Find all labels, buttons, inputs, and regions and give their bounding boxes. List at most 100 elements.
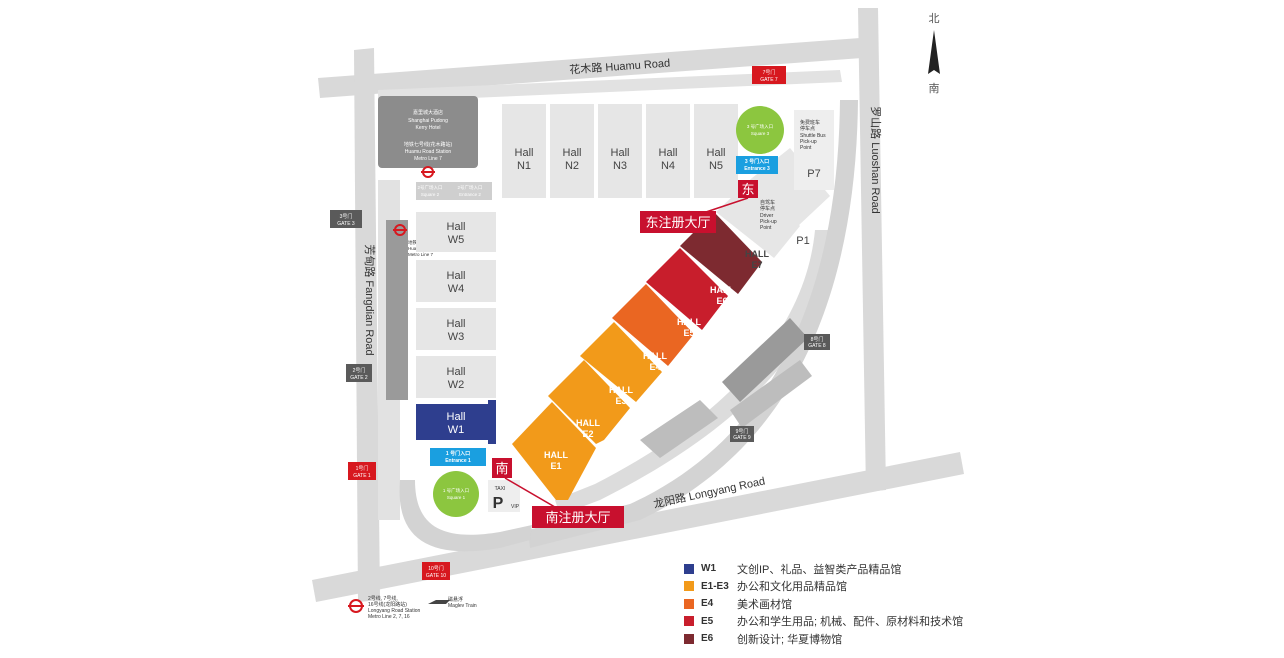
hotel-name-en-1: Shanghai Pudong [408, 118, 448, 124]
square3-en: Square 3 [751, 131, 770, 136]
parking-p1-label: P1 [796, 235, 809, 247]
hall-e7[interactable] [716, 178, 800, 258]
hall-e5-label: HALL [677, 317, 701, 327]
road-label-east: 罗山路 Luoshan Road [869, 106, 882, 214]
gate-1[interactable]: 1号门 GATE 1 [348, 462, 376, 480]
driver-cn-2: 停车点 [760, 205, 775, 212]
hall-e3-label: HALL [609, 385, 633, 395]
square1-plaza[interactable] [433, 471, 479, 517]
legend-swatch [684, 563, 694, 574]
roads [312, 8, 964, 602]
maglev-cn: 磁悬浮 [448, 596, 463, 603]
road-longyang [312, 452, 964, 602]
hall-e1[interactable] [512, 402, 596, 500]
south-loop-road [399, 480, 532, 552]
hall-n3[interactable] [598, 104, 642, 198]
hall-e2[interactable] [548, 360, 630, 444]
hall-w1-code: W1 [448, 424, 465, 436]
metro-south: 2号线, 7号线, 16号线(龙阳路站) Longyang Road Stati… [348, 595, 420, 620]
entrance1-cn: 1 号门入口 [446, 450, 470, 457]
parking-p7-area [794, 110, 834, 190]
square3-plaza[interactable] [736, 106, 784, 154]
legend-swatch [684, 581, 694, 592]
hall-n2[interactable] [550, 104, 594, 198]
gate-7-cn: 7号门 [763, 69, 776, 76]
legend-code: E1-E3 [701, 580, 729, 592]
road-label-west: 芳甸路 Fangdian Road [363, 244, 377, 355]
hall-n5[interactable] [694, 104, 738, 198]
entrance3-badge[interactable] [736, 156, 778, 174]
hall-w5-label: Hall [447, 221, 466, 233]
road-luoshan [858, 8, 886, 492]
hall-e7-label: HALL [745, 249, 769, 259]
hall-e1-code: E1 [550, 461, 561, 471]
gate-7[interactable]: 7号门 GATE 7 [752, 66, 786, 84]
gate-2-cn: 2号门 [353, 367, 366, 374]
hall-n3-code: N3 [613, 160, 627, 172]
hall-n5-label: Hall [707, 147, 726, 159]
hall-w4[interactable] [416, 260, 496, 302]
entrance2-west-cn: 2号广场入口 [417, 184, 442, 191]
driver-cn-1: 自驾车 [760, 199, 775, 206]
hall-e4[interactable] [612, 284, 694, 366]
south-registration-label-box [532, 506, 624, 528]
hall-n2-code: N2 [565, 160, 579, 172]
metro-icon [348, 599, 364, 613]
maglev: 磁悬浮 Maglev Train [428, 596, 477, 609]
gate-2[interactable]: 2号门 GATE 2 [346, 364, 372, 382]
gate-10-en: GATE 10 [426, 573, 446, 579]
hall-n1-label: Hall [515, 147, 534, 159]
hall-e3[interactable] [580, 322, 662, 402]
east-registration[interactable]: 东 东注册大厅 [640, 180, 758, 233]
entrance1-badge[interactable] [430, 448, 486, 466]
gate-8[interactable]: 8号门 GATE 8 [804, 334, 830, 350]
hall-e4-label: HALL [643, 351, 667, 361]
square3-cn: 3 号广场入口 [747, 123, 773, 130]
hall-w3-code: W3 [448, 331, 465, 343]
hall-e2-label: HALL [576, 418, 600, 428]
hall-w3[interactable] [416, 308, 496, 350]
hall-n1[interactable] [502, 104, 546, 198]
hall-n4[interactable] [646, 104, 690, 198]
legend-desc: 美术画材馆 [737, 598, 792, 611]
gate-9[interactable]: 9号门 GATE 9 [730, 426, 754, 442]
hall-e4-code: E4 [649, 362, 660, 372]
hall-n1-code: N1 [517, 160, 531, 172]
shuttle-en-1: Shuttle Bus [800, 133, 826, 139]
inner-road-north [378, 70, 842, 102]
gate-9-en: GATE 9 [733, 435, 751, 441]
metro-west-line: Metro Line 7 [408, 252, 434, 257]
gate-8-cn: 8号门 [811, 336, 824, 343]
entrance2-west-bg [416, 182, 492, 200]
hall-w5[interactable] [416, 212, 496, 252]
compass: 北 南 [928, 12, 940, 95]
east-registration-char-box [738, 180, 758, 198]
metro-icon [393, 224, 407, 236]
hall-w1[interactable] [416, 404, 496, 440]
legend-code: W1 [701, 563, 716, 575]
road-huamu [318, 38, 862, 98]
hall-e5[interactable] [646, 248, 728, 330]
entrance3-en: Entrance 3 [744, 166, 770, 172]
entrance2-en: Entrance 2 [459, 192, 481, 197]
parking-vip-label: VIP [511, 504, 520, 510]
gray-block-east-1 [722, 318, 808, 402]
hall-e5-code: E5 [683, 328, 694, 338]
hotel-building: 嘉里城大酒店 Shanghai Pudong Kerry Hotel 地铁七号线… [378, 96, 478, 168]
entrance2-west-en: Square 2 [421, 192, 440, 197]
gate-3[interactable]: 3号门 GATE 3 [330, 210, 362, 228]
east-registration-label: 东注册大厅 [645, 215, 710, 230]
hall-w4-code: W4 [448, 283, 465, 295]
south-registration[interactable]: 南 南注册大厅 [492, 458, 624, 528]
hall-w3-label: Hall [447, 318, 466, 330]
south-registration-char-box [492, 458, 512, 478]
gate-9-cn: 9号门 [736, 428, 749, 435]
gate-10[interactable]: 10号门 GATE 10 [422, 562, 450, 580]
gate-3-cn: 3号门 [340, 213, 353, 220]
maglev-train-icon [428, 600, 450, 604]
hall-w2[interactable] [416, 356, 496, 398]
